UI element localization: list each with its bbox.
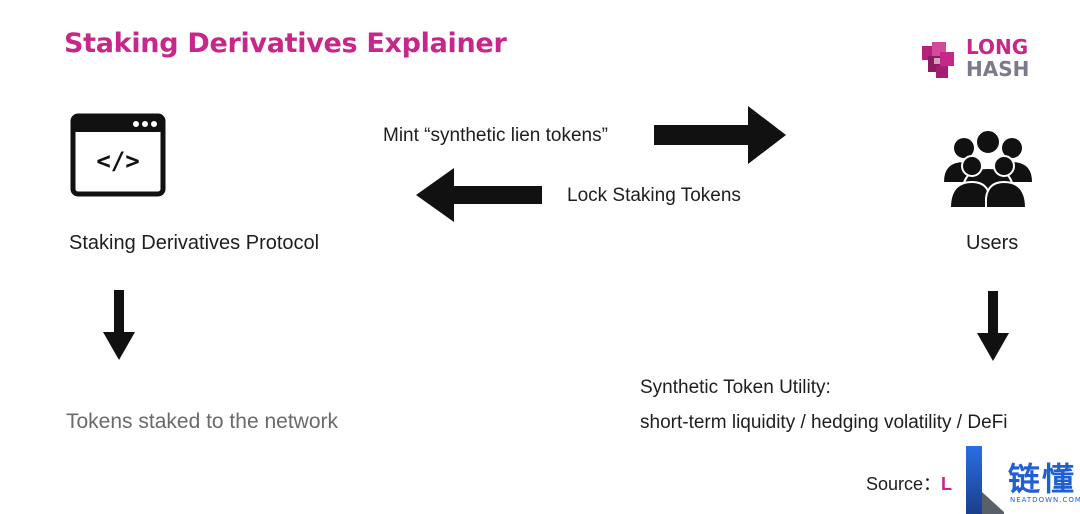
- protocol-down-arrow: [103, 290, 135, 360]
- longhash-logo: LONG HASH: [918, 36, 1038, 86]
- protocol-label: Staking Derivatives Protocol: [69, 232, 320, 254]
- protocol-outcome-text: Tokens staked to the network: [66, 410, 338, 433]
- svg-text:</>: </>: [96, 147, 139, 175]
- neatdown-watermark: 链懂 NEATDOWN.COM: [966, 446, 1080, 514]
- lock-arrow-left: [416, 168, 542, 222]
- utility-heading: Synthetic Token Utility:: [640, 377, 831, 398]
- watermark-sub: NEATDOWN.COM: [1010, 496, 1080, 504]
- source-brand-initial: L: [941, 474, 953, 494]
- users-label: Users: [966, 232, 1019, 254]
- watermark-l-icon: [966, 446, 1004, 514]
- mint-edge-label: Mint “synthetic lien tokens”: [383, 125, 608, 146]
- users-down-arrow: [977, 291, 1009, 361]
- source-prefix: Source：: [866, 474, 942, 494]
- diagram-title: Staking Derivatives Explainer: [64, 28, 507, 59]
- code-window-icon: </>: [70, 113, 166, 197]
- watermark-chars: 链懂: [1008, 460, 1077, 498]
- logo-line-1: LONG: [966, 35, 1029, 59]
- utility-detail: short-term liquidity / hedging volatilit…: [640, 412, 1008, 433]
- mint-arrow-right: [654, 106, 786, 164]
- users-group-icon: [944, 129, 1032, 209]
- longhash-logo-text: LONG HASH: [966, 36, 1029, 80]
- logo-line-2: HASH: [966, 57, 1030, 81]
- longhash-logo-icon: [922, 42, 954, 78]
- lock-edge-label: Lock Staking Tokens: [567, 185, 741, 206]
- source-credit: Source：L: [866, 470, 952, 496]
